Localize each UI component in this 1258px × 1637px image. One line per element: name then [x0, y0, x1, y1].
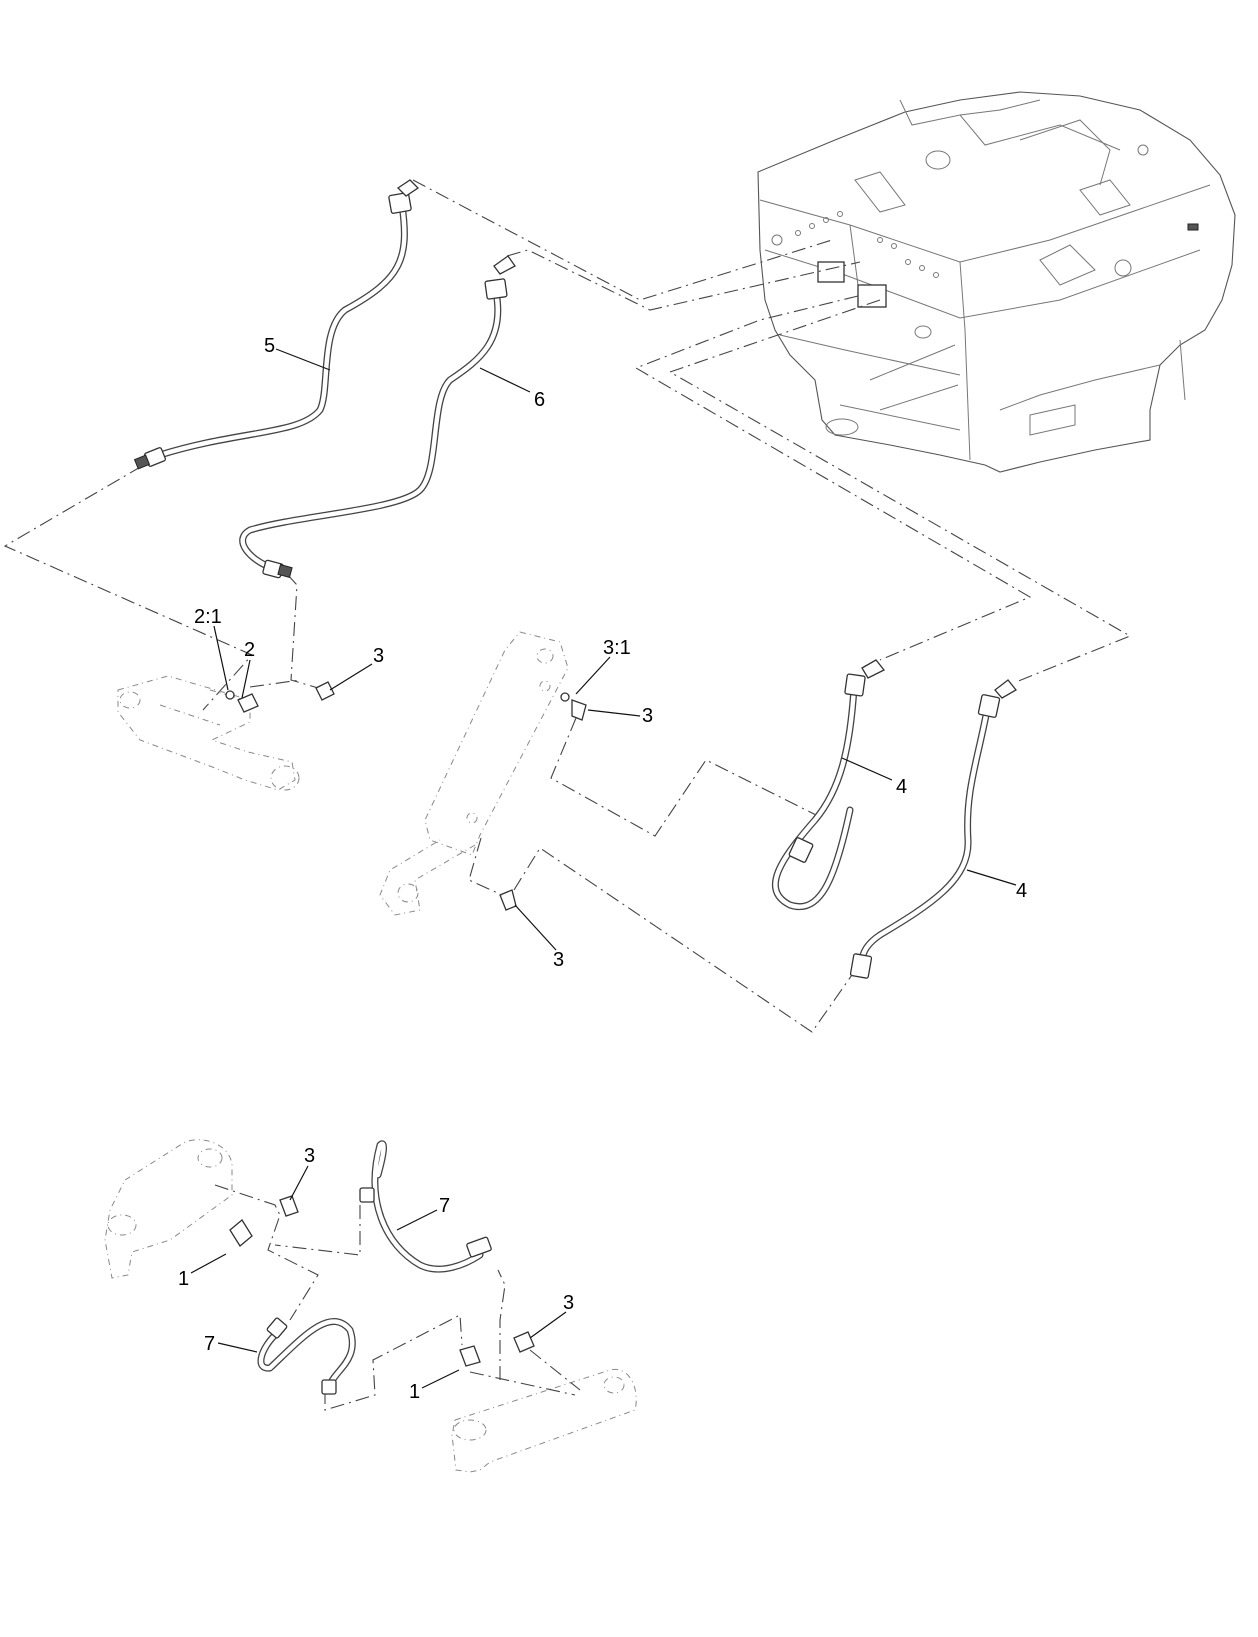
cylinder-center — [379, 631, 587, 916]
callout-3-bottom-right: 3 — [563, 1292, 574, 1314]
lower-assembly — [104, 1139, 637, 1473]
callout-3-mid: 3 — [642, 705, 653, 727]
callout-3-1: 3:1 — [603, 637, 631, 659]
callout-3-left: 3 — [373, 645, 384, 667]
callout-1-left: 1 — [178, 1268, 189, 1290]
callout-4-lower: 4 — [1016, 880, 1027, 902]
connection-lines-top — [3, 179, 1132, 711]
callout-6: 6 — [534, 389, 545, 411]
callout-7-lower: 7 — [204, 1333, 215, 1355]
callout-labels: 5 6 2:1 2 3 3:1 3 4 4 3 3 7 1 3 7 1 — [178, 335, 1027, 1403]
hose-4-upper — [771, 659, 886, 911]
hose-4-lower — [849, 679, 1017, 979]
hose-5 — [133, 179, 420, 470]
callout-2: 2 — [244, 639, 255, 661]
callout-5: 5 — [264, 335, 275, 357]
callout-3-bottom-left: 3 — [304, 1145, 315, 1167]
cylinder-upper-left — [117, 675, 335, 791]
hose-6 — [239, 255, 516, 579]
hose-7-upper — [359, 1140, 492, 1273]
connection-lines-middle — [468, 717, 855, 1033]
callout-1-right: 1 — [409, 1381, 420, 1403]
callout-7-upper: 7 — [439, 1195, 450, 1217]
callout-4-upper: 4 — [896, 776, 907, 798]
leader-lines — [190, 348, 1017, 1389]
callout-2-1: 2:1 — [194, 606, 222, 628]
callout-3-center: 3 — [553, 949, 564, 971]
hose-7-lower — [257, 1317, 356, 1395]
loader-frame — [757, 91, 1236, 473]
